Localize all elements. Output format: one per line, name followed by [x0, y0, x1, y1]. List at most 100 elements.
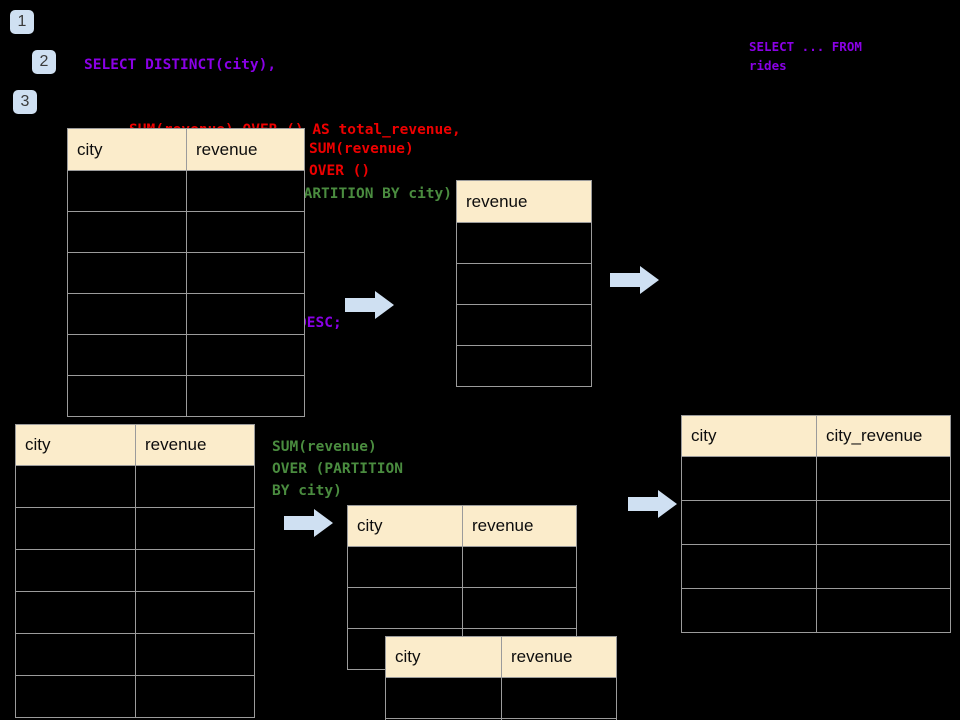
table-row[interactable] [681, 544, 951, 589]
table-cell[interactable] [67, 170, 187, 212]
table-cell[interactable] [135, 507, 255, 550]
table-cell[interactable] [501, 718, 617, 720]
table-cell[interactable] [816, 500, 951, 545]
table-row[interactable] [15, 465, 255, 508]
column-header-city: city [15, 424, 136, 466]
table-rides-top[interactable]: city revenue [67, 128, 305, 417]
table-cell[interactable] [462, 546, 577, 588]
table-row[interactable] [67, 293, 305, 335]
table-total-revenue[interactable]: revenue [456, 180, 592, 387]
annotation-sum-over-partition: SUM(revenue) OVER (PARTITION BY city) [272, 439, 403, 499]
table-cell[interactable] [347, 546, 463, 588]
table-row[interactable] [67, 252, 305, 294]
flow-arrow-3 [284, 508, 334, 543]
column-header-city: city [385, 636, 502, 678]
step-badge-1[interactable]: 1 [10, 10, 34, 34]
table-row[interactable] [347, 546, 577, 588]
table-cell[interactable] [67, 375, 187, 417]
sql-line-select: SELECT DISTINCT(city), [84, 57, 277, 73]
table-cell[interactable] [15, 549, 136, 592]
table-cell[interactable] [186, 334, 305, 376]
table-cell[interactable] [462, 587, 577, 629]
table-row[interactable] [15, 549, 255, 592]
table-row[interactable] [15, 507, 255, 550]
table-row[interactable] [15, 633, 255, 676]
table-cell[interactable] [186, 252, 305, 294]
table-row[interactable] [15, 675, 255, 718]
table-rides-bottom[interactable]: city revenue [15, 424, 255, 718]
table-cell[interactable] [15, 507, 136, 550]
table-cell[interactable] [15, 633, 136, 676]
arrow-right-icon [628, 490, 677, 518]
arrow-right-icon [345, 291, 394, 319]
table-row[interactable] [456, 345, 592, 387]
table-row[interactable] [347, 587, 577, 629]
table-header-row: city revenue [67, 128, 305, 171]
table-cell[interactable] [135, 549, 255, 592]
table-cell[interactable] [681, 500, 817, 545]
table-row[interactable] [456, 222, 592, 264]
table-cell[interactable] [67, 252, 187, 294]
table-row[interactable] [456, 263, 592, 305]
column-header-revenue: revenue [135, 424, 255, 466]
table-row[interactable] [67, 170, 305, 212]
table-cell[interactable] [186, 170, 305, 212]
table-row[interactable] [67, 375, 305, 417]
table-cell[interactable] [186, 211, 305, 253]
table-cell[interactable] [681, 588, 817, 633]
table-cell[interactable] [135, 465, 255, 508]
table-cell[interactable] [385, 677, 502, 719]
table-cell[interactable] [186, 293, 305, 335]
table-header-row: city revenue [15, 424, 255, 466]
column-header-city: city [681, 415, 817, 457]
table-cell[interactable] [15, 591, 136, 634]
table-cell[interactable] [135, 633, 255, 676]
table-cell[interactable] [15, 465, 136, 508]
table-cell[interactable] [135, 675, 255, 718]
table-cell[interactable] [681, 544, 817, 589]
table-cell[interactable] [67, 293, 187, 335]
table-cell[interactable] [816, 588, 951, 633]
column-header-revenue: revenue [501, 636, 617, 678]
table-row[interactable] [15, 591, 255, 634]
table-cell[interactable] [681, 456, 817, 501]
flow-arrow-2 [610, 265, 660, 300]
table-row[interactable] [67, 211, 305, 253]
annotation-select-from-rides: SELECT ... FROM rides [749, 39, 862, 73]
table-partition-back[interactable]: city revenue [347, 505, 577, 670]
step-badge-3[interactable]: 3 [13, 90, 37, 114]
annotation-sum-over-empty: SUM(revenue) OVER () [309, 141, 414, 179]
table-cell[interactable] [15, 675, 136, 718]
table-cell[interactable] [816, 456, 951, 501]
column-header-revenue: revenue [462, 505, 577, 547]
table-row[interactable] [681, 456, 951, 501]
table-cell[interactable] [501, 677, 617, 719]
flow-arrow-1 [345, 290, 395, 325]
table-header-row: city city_revenue [681, 415, 951, 457]
table-result[interactable]: city city_revenue [681, 415, 951, 633]
table-header-row: city revenue [385, 636, 617, 678]
table-partition-front[interactable]: city revenue [385, 636, 617, 720]
table-header-row: revenue [456, 180, 592, 223]
table-cell[interactable] [186, 375, 305, 417]
table-cell[interactable] [456, 345, 592, 387]
table-row[interactable] [385, 718, 617, 720]
table-cell[interactable] [67, 334, 187, 376]
table-row[interactable] [385, 677, 617, 719]
table-row[interactable] [681, 500, 951, 545]
table-cell[interactable] [135, 591, 255, 634]
table-cell[interactable] [816, 544, 951, 589]
table-row[interactable] [456, 304, 592, 346]
table-cell[interactable] [456, 263, 592, 305]
column-header-city-revenue: city_revenue [816, 415, 951, 457]
table-cell[interactable] [456, 304, 592, 346]
table-row[interactable] [681, 588, 951, 633]
step-badge-2[interactable]: 2 [32, 50, 56, 74]
column-header-revenue: revenue [456, 180, 592, 223]
table-row[interactable] [67, 334, 305, 376]
table-cell[interactable] [456, 222, 592, 264]
table-cell[interactable] [347, 587, 463, 629]
table-cell[interactable] [67, 211, 187, 253]
arrow-right-icon [284, 509, 333, 537]
